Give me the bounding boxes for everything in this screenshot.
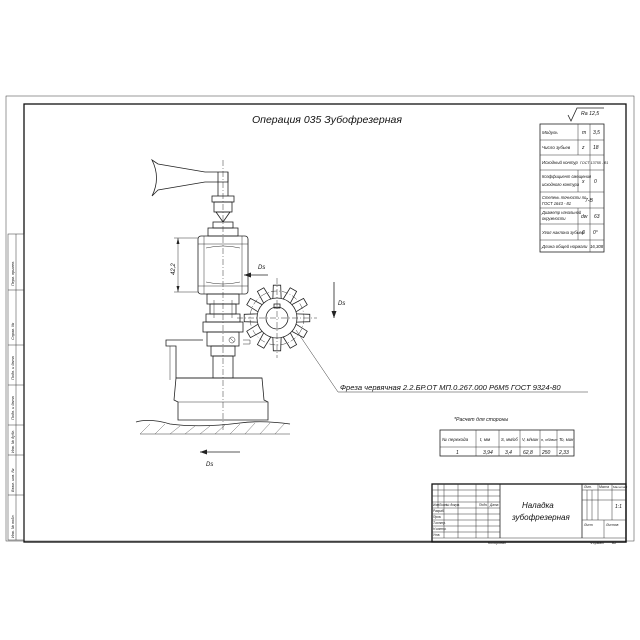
cutting-cell: 1 xyxy=(456,450,459,456)
title-block: Изм Лист № докум. Подп. Дата Разраб. Про… xyxy=(431,483,627,545)
param-value: 7-В xyxy=(585,198,593,204)
stamp-document-name: зубофрезерная xyxy=(511,513,570,522)
param-label: Коэффициент смещения xyxy=(542,174,592,179)
side-label: Подп. и дата xyxy=(11,396,15,420)
cutting-header: S, мм/об xyxy=(501,437,518,442)
param-label: Исходный контур xyxy=(542,160,579,165)
stamp-role: Разраб. xyxy=(433,509,445,513)
motion-label-horizontal: Ds xyxy=(258,265,265,271)
machine-table xyxy=(173,377,269,421)
hob-dimension: 42,2 xyxy=(171,263,177,275)
param-symbol: z xyxy=(581,145,585,151)
cutting-cell: 2,33 xyxy=(558,450,569,456)
param-label: Число зубьев xyxy=(542,145,571,150)
stamp-format-label: Формат xyxy=(590,541,604,545)
param-value: 63 xyxy=(594,214,600,220)
param-symbol: x xyxy=(581,179,585,185)
stamp-format-value: А2 xyxy=(611,541,616,545)
stamp-role: Т.контр. xyxy=(433,521,446,525)
stamp-header: № докум. xyxy=(446,503,460,507)
side-label: Инв. № подл. xyxy=(11,514,15,538)
cutting-cell: 3,94 xyxy=(483,450,493,456)
operation-title: Операция 035 Зубофрезерная xyxy=(252,114,402,126)
sheet-outer-border xyxy=(5,95,635,542)
param-value: 16,308 xyxy=(590,244,604,249)
param-symbol: dw xyxy=(581,214,588,220)
param-label: ГОСТ 1643 - 81 xyxy=(542,201,571,206)
cutter-teeth xyxy=(243,284,311,352)
param-value: 0 xyxy=(594,179,597,185)
side-label: Подп. и дата xyxy=(11,356,15,380)
stamp-mass-label: Масса xyxy=(599,485,609,489)
stamp-header: Изм xyxy=(433,503,440,507)
side-label: Справ. № xyxy=(11,323,15,340)
param-value: 18 xyxy=(593,145,599,151)
cutting-header: To, мин xyxy=(559,437,574,442)
stamp-sheet-label: Лист xyxy=(583,523,593,527)
cutting-header: t, мм xyxy=(480,437,491,442)
param-label: Модуль xyxy=(542,130,558,135)
stamp-header: Лист xyxy=(438,503,448,507)
tool-callout: Фреза червячная 2.2.БР.ОТ МП.0.267.000 Р… xyxy=(295,329,588,393)
stamp-document-name: Наладка xyxy=(522,501,554,510)
stamp-role: Утв. xyxy=(433,533,440,537)
param-label: Угол наклона зубьев xyxy=(542,230,584,235)
param-label: Диаметр начальной xyxy=(541,210,582,215)
param-value: 3,5 xyxy=(593,130,600,136)
stamp-role: Пров. xyxy=(433,515,442,519)
motion-label-bottom: Ds xyxy=(206,462,213,468)
param-symbol: β xyxy=(581,230,585,236)
sheet-frame xyxy=(23,103,627,543)
cutting-table: *Расчет для стороны № перехода t, мм S, … xyxy=(439,417,575,457)
param-symbol: m xyxy=(582,130,586,136)
stamp-sheets-label: Листов xyxy=(605,523,619,527)
param-label: Степень точности по xyxy=(542,195,587,200)
stamp-header: Дата xyxy=(489,503,499,507)
spindle-head xyxy=(150,158,229,197)
param-label: Длина общей нормали xyxy=(541,244,588,249)
stamp-scale-label: Масштаб xyxy=(613,485,627,489)
cutting-cell: 3,4 xyxy=(505,450,512,456)
side-label: Перв. примен. xyxy=(11,261,15,286)
side-stamp: Перв. примен. Справ. № Подп. и дата Инв.… xyxy=(7,233,25,541)
stamp-lit-label: Лит. xyxy=(583,485,592,489)
stamp-copied-label: Копировал xyxy=(488,541,506,545)
stamp-scale-value: 1:1 xyxy=(615,504,622,510)
gear-cutter xyxy=(237,278,317,358)
cutting-note: *Расчет для стороны xyxy=(454,417,508,423)
roughness-value: Ra 12,5 xyxy=(581,111,599,117)
side-label: Взам. инв. № xyxy=(11,469,15,492)
param-value: ГОСТ 13755 - 81 xyxy=(580,161,608,165)
params-table: Модуль m 3,5 Число зубьев z 18 Исходный … xyxy=(539,123,608,253)
tool-callout-text: Фреза червячная 2.2.БР.ОТ МП.0.267.000 Р… xyxy=(340,383,561,392)
stamp-role: Н.контр. xyxy=(433,527,447,531)
param-value: 0° xyxy=(593,230,598,236)
machine-assembly: 42,2 Ds Ds xyxy=(135,158,345,468)
cutting-header: V, м/мин xyxy=(522,437,539,442)
cutting-header: n, об/мин xyxy=(541,438,558,442)
motion-label-vertical: Ds xyxy=(338,301,345,307)
stamp-header: Подп. xyxy=(479,503,488,507)
param-label: исходного контура xyxy=(542,182,580,187)
roughness-mark: Ra 12,5 xyxy=(567,107,604,122)
cutting-header: № перехода xyxy=(442,437,469,442)
cutting-cell: 250 xyxy=(541,450,551,456)
side-label: Инв. № дубл. xyxy=(11,430,15,453)
param-label: окружности xyxy=(542,216,566,221)
cutting-cell: 62,8 xyxy=(523,450,533,456)
